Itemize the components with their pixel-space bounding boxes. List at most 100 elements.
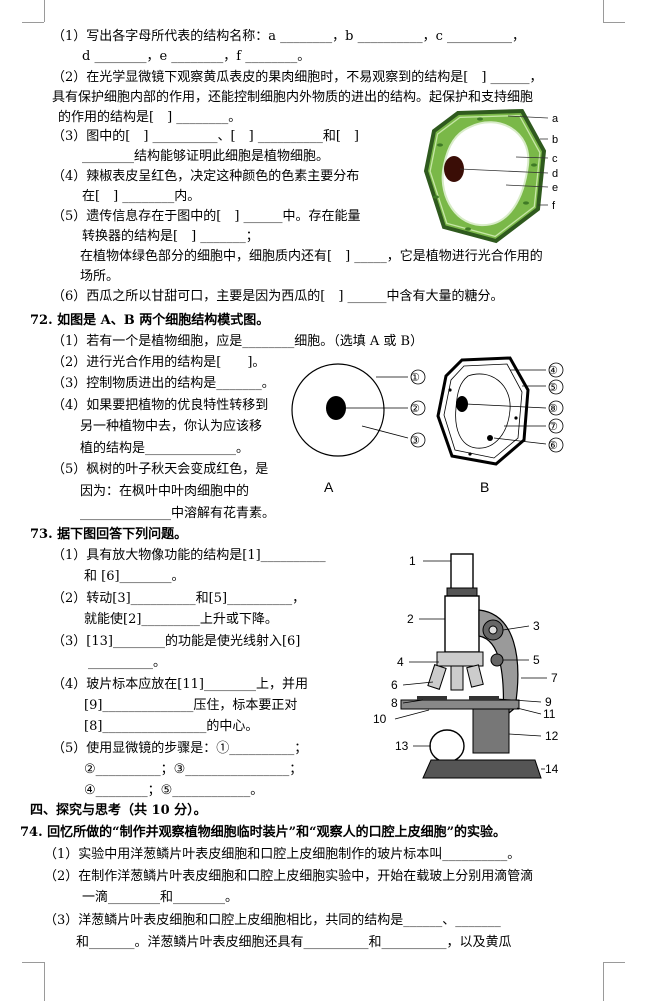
label-b-8: ⑧ (548, 403, 558, 415)
eyepiece (450, 553, 474, 591)
fine-knob (490, 653, 504, 667)
label-3: 3 (533, 619, 540, 633)
cell-a-nucleus (326, 396, 346, 420)
nucleus (444, 156, 464, 182)
cell-ab-diagram: ① ② ③ ④ ⑤ ⑧ ⑦ ⑥ A B (291, 356, 564, 495)
q71-line-13: 场所。 (80, 269, 120, 284)
pillar (472, 708, 510, 754)
q71-line-5: 的作用的结构是[ ] ________。 (58, 110, 242, 125)
q71-line-8: （4）辣椒表皮呈红色，决定这种颜色的色素主要分布 (52, 169, 360, 184)
q74-line-2: （2）在制作洋葱鳞片叶表皮细胞和口腔上皮细胞实验中，开始在载玻上分别用滴管滴 (44, 869, 534, 884)
q71-line-9: 在[ ] ________内。 (82, 189, 201, 204)
q73-line-9: [8]________________的中心。 (84, 719, 259, 734)
q72-line-7: （5）枫树的叶子秋天会变成红色，是 (52, 462, 269, 477)
q71-line-6: （3）图中的[ ] __________、[ ] __________和[ ] (52, 129, 359, 144)
crop-mark (44, 0, 45, 22)
label-6: 6 (391, 678, 398, 692)
cell-b-nucleus (456, 396, 468, 412)
label-a-1: ① (410, 372, 420, 384)
q71-line-7: ________结构能够证明此细胞是植物细胞。 (82, 149, 330, 164)
q73-title: 73. 据下图回答下列问题。 (30, 527, 188, 542)
label-b-6: ⑥ (548, 440, 558, 452)
label-2: 2 (407, 612, 414, 626)
label-a-3: ③ (410, 435, 420, 447)
label-10: 10 (373, 712, 387, 726)
microscope-diagram: 1 2 3 4 5 6 7 8 9 10 11 12 13 14 (373, 553, 559, 779)
chloroplast (531, 163, 537, 167)
leader-lines (394, 560, 547, 770)
q71-line-3: （2）在光学显微镜下观察黄瓜表皮的果肉细胞时，不易观察到的结构是[ ] ____… (52, 70, 543, 85)
cell-b-membrane (443, 363, 523, 459)
q71-line-4: 具有保护细胞内部的作用，还能控制细胞内外物质的进出的结构。起保护和支持细胞 (52, 90, 534, 105)
label-b-4: ④ (548, 365, 558, 377)
label-13: 13 (395, 739, 409, 753)
label-b-5: ⑤ (548, 382, 558, 394)
stage (400, 699, 520, 710)
q74-line-5: 和_______。洋葱鳞片叶表皮细胞还具有__________和________… (76, 935, 512, 950)
section-4-title: 四、探究与思考（共 10 分）。 (30, 803, 207, 818)
nosepiece (436, 651, 484, 667)
chloroplast (465, 227, 471, 231)
chloroplast (523, 201, 529, 205)
q72-title: 72. 如图是 A、B 两个细胞结构模式图。 (30, 313, 270, 328)
q73-line-8: [9]______________压住，标本要正对 (84, 698, 298, 713)
crop-mark (603, 962, 625, 963)
label-12: 12 (545, 729, 559, 743)
cell-membrane (429, 114, 541, 238)
q72-line-8: 因为：在枫叶中叶肉细胞中的 (80, 484, 250, 499)
crop-mark (22, 22, 44, 23)
label-f: f (552, 200, 556, 212)
chloroplast (477, 117, 483, 121)
q71-line-10: （5）遗传信息存在于图中的[ ] ______中。存在能量 (52, 209, 361, 224)
q71-line-11: 转换器的结构是[ ] _______； (82, 229, 259, 244)
clip (417, 696, 447, 700)
q74-line-3: 一滴________和________。 (82, 890, 239, 905)
q73-line-5: （3）[13]________的功能是使光线射入[6] (52, 634, 301, 649)
q73-line-11: ②__________；③________________； (84, 762, 303, 777)
q72-line-9: ______________中溶解有花青素。 (80, 506, 276, 521)
q72-line-2: （2）进行光合作用的结构是[ ]。 (52, 355, 266, 370)
q73-line-3: （2）转动[3]__________和[5]__________， (52, 591, 306, 606)
q74-line-1: （1）实验中用洋葱鳞片叶表皮细胞和口腔上皮细胞制作的玻片标本叫_________… (44, 847, 521, 862)
vacuole (441, 121, 530, 227)
crop-mark (603, 22, 625, 23)
cell-b-vacuole (455, 373, 511, 449)
label-b: b (552, 134, 558, 146)
q73-line-4: 就能使[2]_________上升或下降。 (84, 612, 278, 627)
q71-line-1: （1）写出各字母所代表的结构名称：a ________，b __________… (52, 29, 526, 44)
label-9: 9 (545, 695, 552, 709)
label-5: 5 (533, 653, 540, 667)
plant-cell-diagram: a b c d e f (423, 108, 559, 244)
q73-line-6: __________。 (88, 655, 167, 670)
label-1: 1 (409, 554, 416, 568)
crop-mark (22, 962, 44, 963)
crop-mark (603, 962, 604, 1001)
q73-line-2: 和 [6]________。 (84, 569, 185, 584)
q72-line-3: （3）控制物质进出的结构是_______。 (52, 376, 275, 391)
cell-b-caption: B (480, 479, 489, 495)
objective (427, 664, 447, 690)
cell-b-wall (436, 356, 530, 466)
label-a: a (552, 113, 559, 125)
q72-line-1: （1）若有一个是植物细胞，应是________细胞。（选填 A 或 B） (52, 334, 424, 349)
q74-title: 74. 回忆所做的“制作并观察植物细胞临时装片”和“观察人的口腔上皮细胞”的实验… (20, 825, 507, 840)
base (422, 759, 542, 779)
label-e: e (552, 182, 558, 194)
q72-line-5: 另一种植物中去，你认为应该移 (80, 419, 263, 434)
label-8: 8 (391, 696, 398, 710)
mirror (429, 729, 465, 763)
label-d: d (552, 168, 558, 180)
label-4: 4 (397, 655, 404, 669)
q73-line-10: （5）使用显微镜的步骤是：①__________； (52, 741, 308, 756)
leader-lines (459, 115, 549, 206)
label-b-7: ⑦ (548, 421, 558, 433)
label-11: 11 (543, 707, 556, 721)
q73-line-12: ④________；⑤____________。 (84, 783, 264, 798)
q73-line-7: （4）玻片标本应放在[11]________上，并用 (52, 677, 308, 692)
q73-line-1: （1）具有放大物像功能的结构是[1]__________ (52, 548, 326, 563)
lens-tube (444, 595, 480, 653)
q71-line-2: d ________，e ________，f ________。 (82, 49, 311, 64)
q72-line-6: 植的结构是______________。 (80, 441, 250, 456)
q71-line-12: 在植物体绿色部分的细胞中，细胞质内还有[ ] _____，它是植物进行光合作用的 (80, 249, 543, 264)
label-a-2: ② (410, 403, 420, 415)
